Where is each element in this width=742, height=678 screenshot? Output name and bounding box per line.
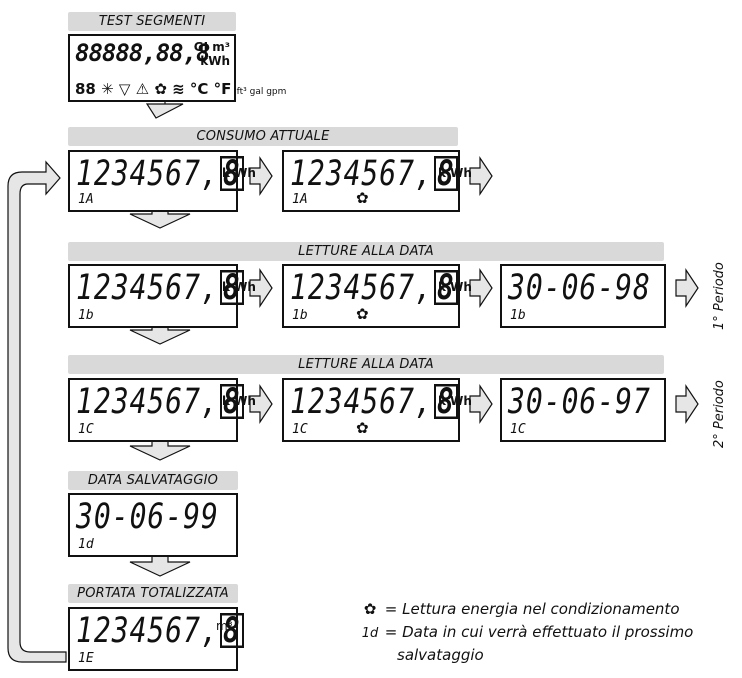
legend-line-1: ✿ = Lettura energia nel condizionamento	[360, 600, 680, 618]
loop-back-arrow	[7, 160, 67, 663]
legend-line-3: salvataggio	[397, 646, 484, 664]
lcd-test-segmenti: 88888,88,8 GJ m³ kWh 88 ✳ ▽ ⚠ ✿ ≋ °C °F …	[68, 34, 286, 102]
band-test-segmenti: TEST SEGMENTI	[68, 12, 236, 31]
condizionamento-icon: ✿	[363, 600, 377, 618]
right-arrow-6	[249, 384, 273, 424]
condizionamento-icon: ✿	[356, 305, 369, 323]
lcd-portata: 1234567,8 m³ 1E	[68, 607, 244, 671]
right-arrow-4	[469, 268, 493, 308]
lcd-letture1-1: 1234567,8 k Wh 1b	[68, 264, 256, 328]
periodo-1-label: 1° Periodo	[712, 262, 727, 330]
lcd-letture2-1: 1234567,8 k Wh 1C	[68, 378, 256, 442]
down-arrow-5	[129, 553, 191, 577]
test-icons: 88 ✳ ▽ ⚠ ✿ ≋ °C °F ft³ gal gpm	[75, 80, 287, 98]
band-consumo-attuale: CONSUMO ATTUALE	[68, 127, 458, 146]
condizionamento-icon: ✿	[356, 419, 369, 437]
right-arrow-3	[249, 268, 273, 308]
lcd-letture1-2: 1234567,8 k Wh 1b ✿	[282, 264, 472, 328]
right-arrow-2	[469, 156, 493, 196]
band-letture-1: LETTURE ALLA DATA	[68, 242, 664, 261]
lcd-letture2-2: 1234567,8 k Wh 1C ✿	[282, 378, 472, 442]
down-arrow-1	[145, 96, 184, 119]
right-arrow-5	[675, 268, 699, 308]
legend-line-2: 1d = Data in cui verrà effettuato il pro…	[361, 623, 694, 641]
right-arrow-7	[469, 384, 493, 424]
lcd-consumo-2: 1234567,8 k Wh 1A ✿	[282, 150, 472, 212]
test-units: GJ m³ kWh	[193, 40, 230, 68]
lcd-letture1-date: 30-06-98 1b	[500, 264, 666, 328]
lcd-consumo-1: 1234567,8 k Wh 1A	[68, 150, 256, 212]
right-arrow-1	[249, 156, 273, 196]
condizionamento-icon: ✿	[356, 189, 369, 207]
lcd-data-salvataggio: 30-06-99 1d	[68, 493, 238, 557]
periodo-2-label: 2° Periodo	[712, 380, 727, 448]
down-arrow-4	[129, 437, 191, 461]
lcd-letture2-date: 30-06-97 1C	[500, 378, 666, 442]
band-letture-2: LETTURE ALLA DATA	[68, 355, 664, 374]
right-arrow-8	[675, 384, 699, 424]
test-digits: 88888,88,8	[75, 39, 210, 67]
band-portata-totalizzata: PORTATA TOTALIZZATA	[68, 584, 238, 603]
band-data-salvataggio: DATA SALVATAGGIO	[68, 471, 238, 490]
